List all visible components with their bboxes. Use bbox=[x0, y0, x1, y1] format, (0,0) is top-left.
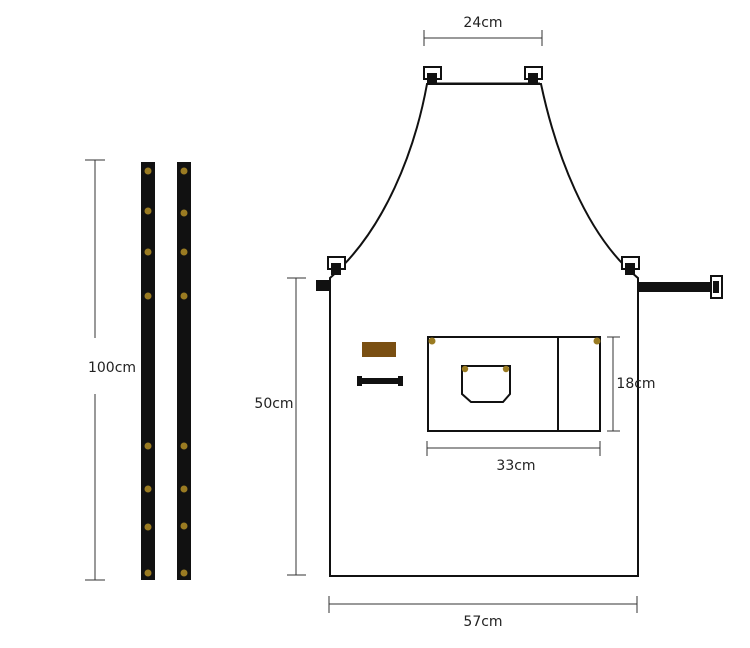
buckle-top-right bbox=[524, 66, 543, 85]
pocket-rivet bbox=[593, 337, 601, 345]
rivet bbox=[180, 292, 188, 300]
tool-loop bbox=[357, 376, 403, 386]
rivet bbox=[144, 485, 152, 493]
rivet bbox=[180, 167, 188, 175]
rivet bbox=[180, 569, 188, 577]
apron-outline bbox=[329, 83, 639, 577]
pocket-width-dimension: 33cm bbox=[426, 441, 601, 474]
pocket-width-label: 33cm bbox=[496, 458, 535, 474]
rivet bbox=[144, 523, 152, 531]
straps-group bbox=[141, 162, 191, 580]
rivet bbox=[180, 522, 188, 530]
rivet bbox=[180, 248, 188, 256]
body-height-label: 50cm bbox=[254, 396, 293, 412]
rivet bbox=[144, 292, 152, 300]
rivet bbox=[144, 442, 152, 450]
strap-right bbox=[177, 162, 191, 580]
pocket-rivet bbox=[461, 365, 469, 373]
neck-width-dimension: 24cm bbox=[423, 15, 543, 46]
strap-left bbox=[141, 162, 155, 580]
waist-tie-right bbox=[638, 275, 723, 299]
leather-patch bbox=[362, 342, 396, 357]
strap-length-dimension: 100cm bbox=[85, 159, 136, 581]
rivet bbox=[144, 248, 152, 256]
apron-width-dimension: 57cm bbox=[328, 596, 638, 630]
neck-width-label: 24cm bbox=[463, 15, 502, 31]
apron bbox=[316, 66, 723, 577]
inner-pocket bbox=[461, 365, 511, 403]
pocket-rivet bbox=[428, 337, 436, 345]
body-height-dimension: 50cm bbox=[254, 277, 306, 576]
rivet bbox=[144, 167, 152, 175]
buckle-side-left bbox=[316, 256, 346, 291]
main-pocket bbox=[427, 336, 601, 432]
pocket-height-dimension: 18cm bbox=[607, 336, 656, 432]
strap-rivets bbox=[144, 167, 188, 577]
strap-length-label: 100cm bbox=[88, 360, 136, 376]
buckle-top-left bbox=[423, 66, 442, 85]
rivet bbox=[180, 209, 188, 217]
pocket-rivet bbox=[502, 365, 510, 373]
rivet bbox=[180, 442, 188, 450]
rivet bbox=[144, 207, 152, 215]
buckle-side-right bbox=[621, 256, 640, 275]
rivet bbox=[144, 569, 152, 577]
pocket-height-label: 18cm bbox=[616, 376, 655, 392]
rivet bbox=[180, 485, 188, 493]
apron-width-label: 57cm bbox=[463, 614, 502, 630]
